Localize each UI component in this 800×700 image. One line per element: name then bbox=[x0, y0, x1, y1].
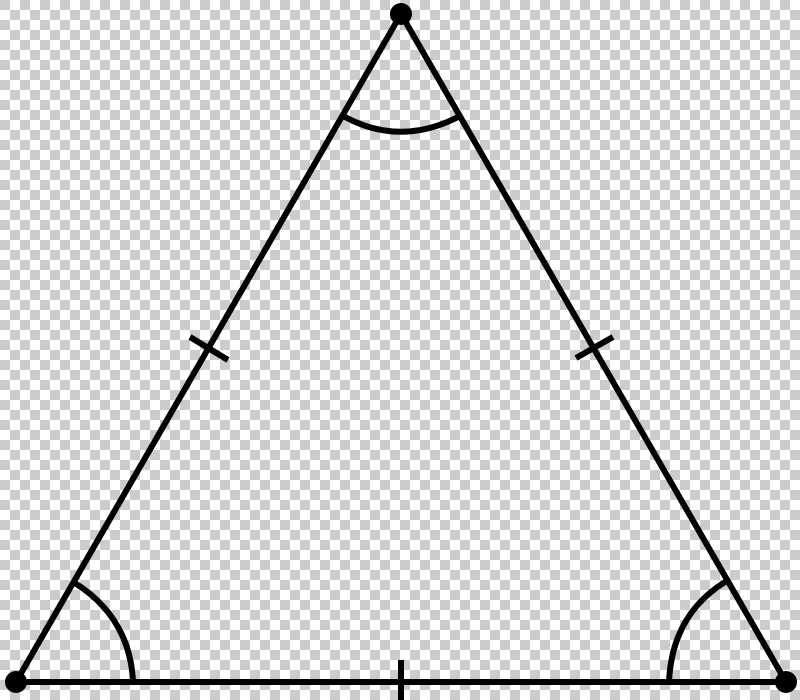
vertex-bottom-left bbox=[5, 671, 27, 693]
vertex-points bbox=[5, 3, 797, 693]
triangle-figure bbox=[13, 11, 789, 700]
tick-mark-right-side bbox=[574, 334, 615, 361]
angle-arc-apex bbox=[342, 113, 463, 135]
angle-arc-bottom-left bbox=[72, 580, 136, 685]
angle-arc-bottom-right bbox=[666, 579, 728, 685]
vertex-apex bbox=[390, 3, 412, 25]
tick-mark-left-side bbox=[188, 334, 230, 363]
vertex-bottom-right bbox=[775, 671, 797, 693]
